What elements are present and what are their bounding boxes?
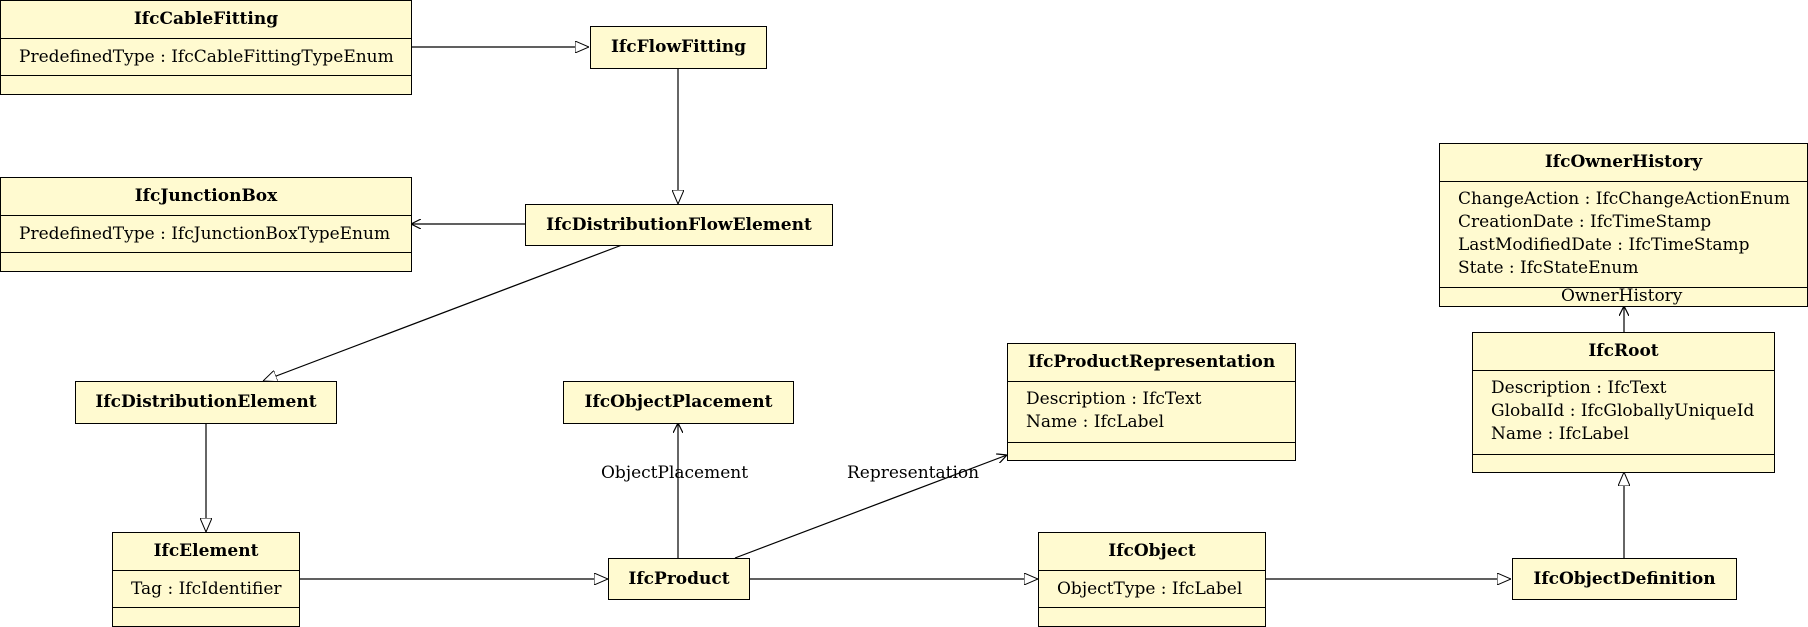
attribute: Description : IfcText — [1026, 389, 1202, 409]
class-ifc-root[interactable]: IfcRoot Description : IfcText GlobalId :… — [1472, 332, 1775, 473]
operations-compartment — [1, 75, 411, 94]
class-name: IfcDistributionElement — [95, 392, 317, 412]
attributes-compartment: ObjectType : IfcLabel — [1039, 570, 1265, 607]
attribute: State : IfcStateEnum — [1458, 258, 1639, 278]
operations-compartment — [1, 252, 411, 271]
class-ifc-distribution-flow-element[interactable]: IfcDistributionFlowElement — [525, 204, 833, 246]
class-ifc-element[interactable]: IfcElement Tag : IfcIdentifier — [112, 532, 300, 627]
attribute: PredefinedType : IfcJunctionBoxTypeEnum — [19, 224, 391, 244]
class-name: IfcObjectPlacement — [584, 392, 773, 412]
attribute: GlobalId : IfcGloballyUniqueId — [1491, 401, 1755, 421]
attributes-compartment: PredefinedType : IfcCableFittingTypeEnum — [1, 38, 411, 75]
class-name: IfcProduct — [628, 569, 730, 589]
operations-compartment — [113, 607, 299, 626]
class-name: IfcOwnerHistory — [1544, 152, 1703, 172]
attributes-compartment: Description : IfcText Name : IfcLabel — [1008, 381, 1295, 442]
operations-compartment — [1008, 442, 1295, 460]
class-ifc-object-definition[interactable]: IfcObjectDefinition — [1512, 558, 1737, 600]
class-name: IfcObject — [1108, 541, 1196, 561]
class-ifc-cable-fitting[interactable]: IfcCableFitting PredefinedType : IfcCabl… — [0, 0, 412, 95]
class-name: IfcElement — [153, 541, 259, 561]
attribute: LastModifiedDate : IfcTimeStamp — [1458, 235, 1750, 255]
role-label-owner-history: OwnerHistory — [1561, 286, 1683, 306]
attribute: Name : IfcLabel — [1026, 412, 1165, 432]
class-ifc-object[interactable]: IfcObject ObjectType : IfcLabel — [1038, 532, 1266, 627]
attributes-compartment: Tag : IfcIdentifier — [113, 570, 299, 607]
class-name: IfcProductRepresentation — [1027, 352, 1276, 372]
class-name: IfcCableFitting — [133, 9, 279, 29]
attribute: ChangeAction : IfcChangeActionEnum — [1458, 189, 1790, 209]
class-name: IfcDistributionFlowElement — [546, 215, 812, 235]
role-label-representation: Representation — [847, 463, 980, 483]
attributes-compartment: ChangeAction : IfcChangeActionEnum Creat… — [1440, 181, 1807, 287]
attribute: Tag : IfcIdentifier — [131, 579, 282, 599]
class-name: IfcJunctionBox — [134, 186, 278, 206]
class-name: IfcFlowFitting — [610, 37, 747, 57]
class-ifc-product-representation[interactable]: IfcProductRepresentation Description : I… — [1007, 343, 1296, 461]
edge-distribution-flow-element-to-distribution-element — [263, 244, 623, 381]
class-ifc-distribution-element[interactable]: IfcDistributionElement — [75, 381, 337, 424]
role-label-object-placement: ObjectPlacement — [601, 463, 749, 483]
operations-compartment — [1039, 607, 1265, 626]
attributes-compartment: Description : IfcText GlobalId : IfcGlob… — [1473, 370, 1774, 454]
class-ifc-junction-box[interactable]: IfcJunctionBox PredefinedType : IfcJunct… — [0, 177, 412, 272]
attribute: ObjectType : IfcLabel — [1057, 579, 1243, 599]
attribute: Name : IfcLabel — [1491, 424, 1630, 444]
class-name: IfcObjectDefinition — [1533, 569, 1716, 589]
attributes-compartment: PredefinedType : IfcJunctionBoxTypeEnum — [1, 215, 411, 252]
class-ifc-object-placement[interactable]: IfcObjectPlacement — [563, 381, 794, 424]
operations-compartment — [1440, 287, 1807, 306]
class-name: IfcRoot — [1588, 341, 1659, 361]
class-ifc-product[interactable]: IfcProduct — [608, 558, 750, 600]
operations-compartment — [1473, 454, 1774, 472]
class-ifc-flow-fitting[interactable]: IfcFlowFitting — [590, 26, 767, 69]
attribute: PredefinedType : IfcCableFittingTypeEnum — [19, 47, 394, 67]
attribute: CreationDate : IfcTimeStamp — [1458, 212, 1712, 232]
class-ifc-owner-history[interactable]: IfcOwnerHistory ChangeAction : IfcChange… — [1439, 143, 1808, 307]
edge-product-to-product-representation — [734, 455, 1007, 559]
attribute: Description : IfcText — [1491, 378, 1667, 398]
